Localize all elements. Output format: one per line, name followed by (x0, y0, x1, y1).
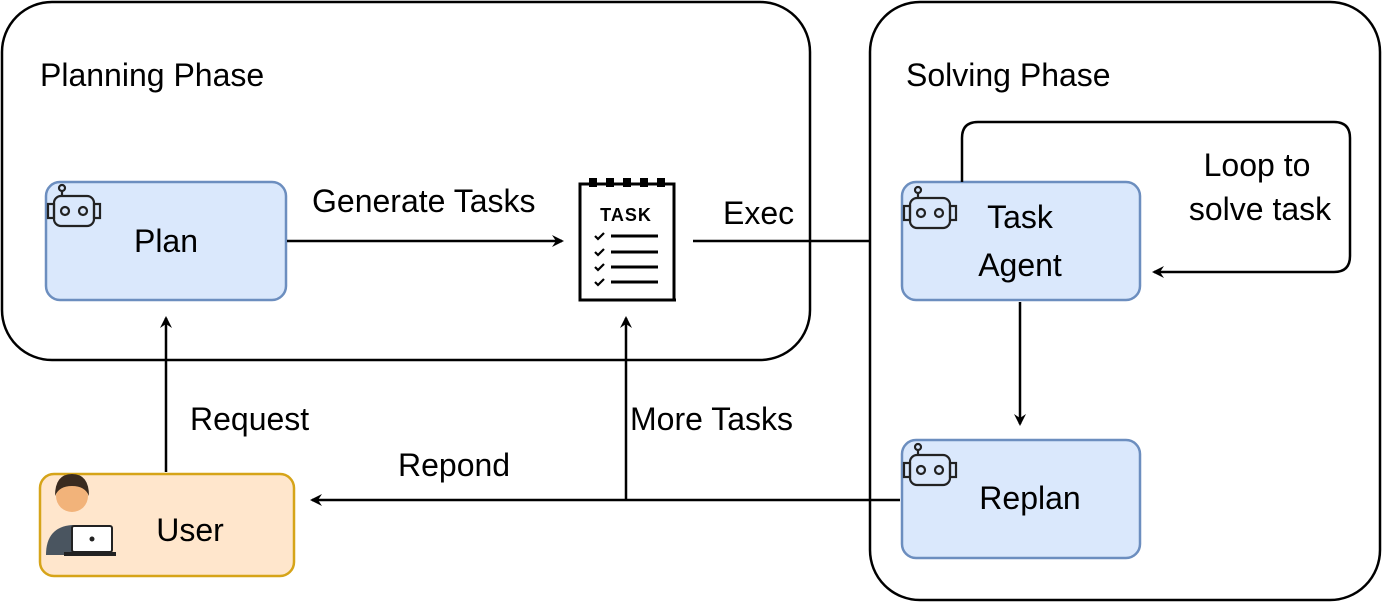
more-tasks-label: More Tasks (630, 401, 793, 437)
task-agent-label-line2: Agent (978, 247, 1062, 283)
planning-phase-box (0, 0, 812, 362)
task-agent-node[interactable]: Task Agent (900, 180, 1142, 302)
request-label: Request (190, 401, 309, 437)
user-laptop-icon (46, 474, 116, 556)
task-list-icon: TASK (578, 178, 676, 302)
planning-phase-label: Planning Phase (40, 57, 264, 93)
task-doc-title: TASK (600, 205, 652, 225)
solving-phase-label: Solving Phase (906, 57, 1111, 93)
repond-label: Repond (398, 447, 510, 483)
loop-label-line1: Loop to (1204, 147, 1311, 183)
user-label: User (156, 512, 224, 548)
generate-tasks-label: Generate Tasks (312, 183, 536, 219)
plan-label: Plan (134, 223, 198, 259)
plan-node[interactable]: Plan (44, 180, 288, 302)
solving-phase-box (868, 0, 1382, 602)
task-agent-label-line1: Task (987, 199, 1054, 235)
replan-label: Replan (979, 480, 1080, 516)
replan-node[interactable]: Replan (900, 438, 1142, 560)
exec-label: Exec (723, 195, 794, 231)
loop-edge (960, 120, 1352, 278)
user-node[interactable]: User (38, 472, 296, 578)
loop-label-line2: solve task (1189, 191, 1332, 227)
